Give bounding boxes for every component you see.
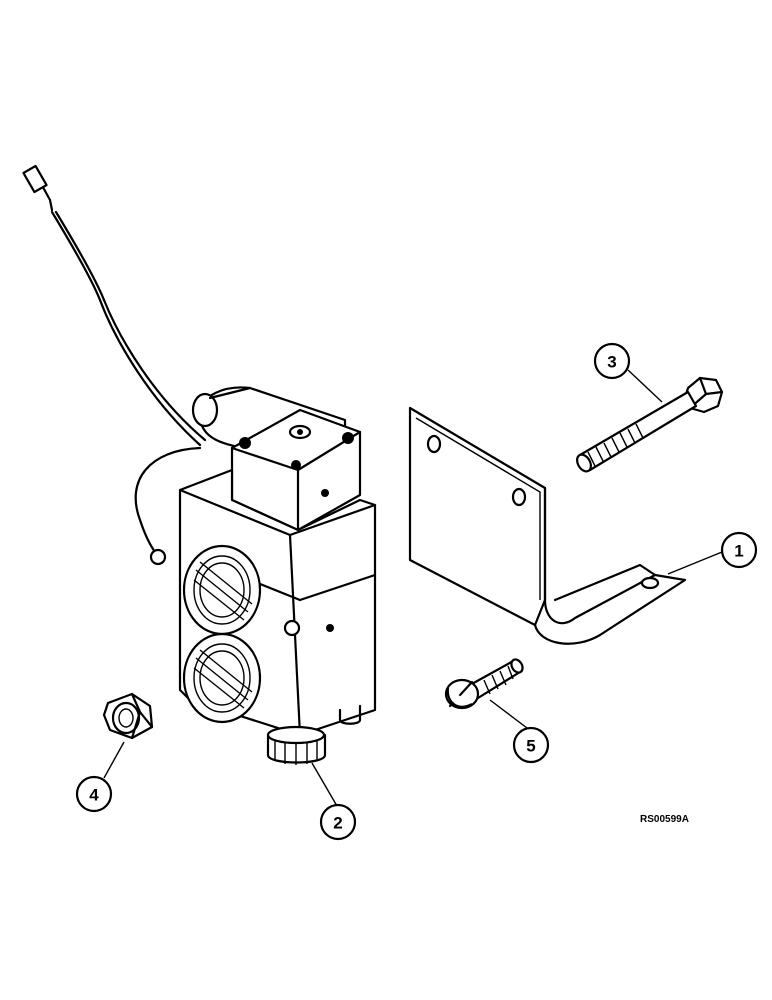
callout-3: 3	[593, 342, 631, 380]
callout-number: 4	[89, 786, 99, 805]
figure-code: RS00599A	[640, 814, 689, 825]
callout-1: 1	[720, 531, 758, 569]
hex-bolt	[576, 376, 724, 473]
solenoid-wire	[22, 164, 207, 447]
valve-assembly	[134, 386, 377, 765]
callout-number: 5	[526, 737, 535, 756]
callout-number: 2	[333, 814, 342, 833]
callout-5: 5	[512, 726, 550, 764]
callout-4: 4	[75, 775, 113, 813]
callout-number: 3	[607, 353, 616, 372]
leader-lines	[103, 369, 723, 807]
hex-nut	[102, 692, 154, 740]
mounting-bracket	[408, 406, 687, 645]
callout-number: 1	[734, 542, 743, 561]
callout-2: 2	[319, 803, 357, 841]
slotted-screw	[444, 658, 524, 710]
